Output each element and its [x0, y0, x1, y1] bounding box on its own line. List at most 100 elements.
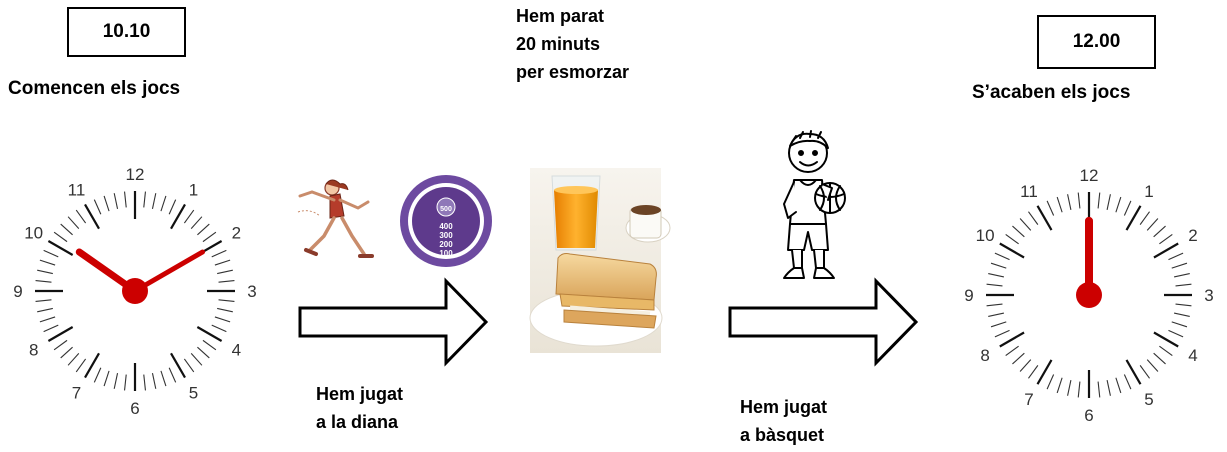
target-ring-label: 300 [439, 231, 453, 240]
clock-tick [988, 312, 1005, 317]
clock-tick [217, 307, 233, 313]
clock-tick [1171, 321, 1188, 328]
clock-tick [202, 231, 217, 243]
clock-tick [1067, 194, 1072, 211]
target-ring-label: 400 [439, 222, 453, 231]
clock-number: 6 [130, 399, 139, 418]
clock-tick [1036, 205, 1053, 231]
target-ring-label: 200 [439, 240, 453, 249]
clock-tick [143, 374, 146, 391]
clock-tick [1125, 205, 1142, 231]
clock-tick [39, 259, 56, 266]
clock-tick [35, 299, 52, 302]
clock-tick [1012, 225, 1025, 238]
clock-tick [1139, 211, 1150, 225]
arrow-right-icon [298, 277, 489, 367]
target-ring [412, 187, 480, 255]
clock-tick [202, 339, 217, 351]
clock-number: 2 [232, 224, 241, 243]
clock-tick [1153, 331, 1179, 348]
clock-tick [1168, 329, 1184, 338]
runner-girl-icon [297, 179, 374, 258]
target-ring-label: 100 [439, 249, 453, 258]
clock-tick [183, 209, 195, 224]
clock-tick [1123, 200, 1132, 216]
clock-tick [1175, 303, 1192, 307]
clock-tick [183, 358, 195, 373]
clock-tick [1153, 242, 1179, 259]
clock-tick [93, 199, 102, 215]
basketball-boy-icon [783, 130, 846, 279]
clock-number: 11 [1020, 182, 1038, 201]
clock-number: 7 [1024, 390, 1033, 409]
clock-tick [1005, 345, 1019, 356]
clock-tick [143, 191, 146, 208]
clock-tick [197, 223, 210, 236]
clock-tick [1173, 312, 1190, 317]
clock-number: 8 [980, 346, 989, 365]
clock-number: 3 [1204, 286, 1213, 305]
clock-tick [1019, 218, 1032, 231]
clock-tick [1173, 273, 1190, 278]
clock-tick [190, 353, 203, 366]
target-ring-label: 500 [440, 206, 452, 213]
clock-tick [1125, 359, 1142, 385]
breakfast-note: Hem parat 20 minuts per esmorzar [516, 6, 630, 82]
clock-tick [1028, 365, 1039, 379]
target-bullseye [436, 197, 456, 217]
step2-label: Hem jugat a bàsquet [740, 397, 828, 445]
clock-number: 1 [1144, 182, 1153, 201]
clock-tick [160, 370, 167, 387]
clock-number: 4 [1188, 346, 1197, 365]
clock-tick [218, 280, 235, 283]
clock-tick [1005, 234, 1019, 245]
step1-label: Hem jugat a la diana [316, 384, 404, 432]
clock-tick [1077, 192, 1081, 209]
clock-tick [43, 324, 59, 333]
clock-number: 5 [1144, 390, 1153, 409]
clock-tick [994, 329, 1010, 338]
clock-tick [67, 216, 80, 229]
clock-tick [214, 259, 231, 266]
clock-tick [75, 358, 87, 373]
start-time-box: 10.10 [67, 7, 186, 57]
start-time: 10.10 [102, 21, 151, 42]
clock-tick [60, 346, 73, 359]
clock-tick [103, 195, 110, 212]
clock-tick [37, 307, 53, 313]
clock-number: 5 [189, 383, 198, 402]
clock-tick [1175, 283, 1192, 287]
clock-tick [190, 216, 203, 229]
clock-tick [1153, 225, 1166, 238]
clock-tick [218, 299, 235, 302]
clock-number: 4 [232, 341, 241, 360]
end-caption: S’acaben els jocs [972, 82, 1131, 103]
clock-number: 12 [1080, 166, 1099, 185]
clock-tick [160, 195, 167, 212]
clock-tick [113, 193, 119, 209]
clock-tick [1067, 379, 1072, 396]
clock-tick [151, 373, 157, 389]
clock-tick [1036, 359, 1053, 385]
clock-tick [1106, 379, 1111, 396]
clock-tick [170, 203, 186, 230]
clock-tick [990, 321, 1007, 328]
clock-tick [67, 353, 80, 366]
clock-tick [113, 373, 119, 389]
clock-tick [124, 191, 127, 208]
clock-number: 7 [72, 383, 81, 402]
clock-tick [1168, 252, 1184, 261]
clock-tick [1046, 374, 1055, 390]
clock-tick [39, 316, 56, 323]
clock-tick [1097, 381, 1101, 398]
clock-tick [1046, 200, 1055, 216]
arrow-right-icon [728, 277, 919, 367]
clock-tick [1153, 352, 1166, 365]
clock-tick [84, 352, 100, 379]
clock-tick [196, 326, 223, 342]
clock-number: 1 [189, 181, 198, 200]
clock-tick [1012, 352, 1025, 365]
clock-tick [1115, 377, 1122, 394]
clock-tick [214, 316, 231, 323]
